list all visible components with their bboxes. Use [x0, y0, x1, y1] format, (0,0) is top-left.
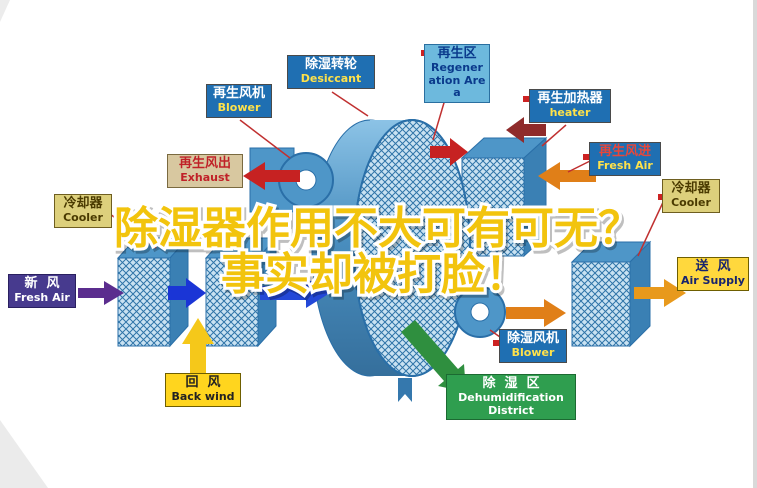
label-desiccant-en: Desiccant — [300, 71, 362, 85]
label-dehumidification-blower-en: Blower — [511, 345, 555, 359]
label-air-supply-en: Air Supply — [681, 273, 745, 287]
process-air-arrow-1 — [168, 278, 206, 308]
right-supply-box — [570, 240, 652, 348]
label-regeneration-fresh-air-en: Fresh Air — [597, 158, 653, 172]
label-exhaust-zh: 再生风出 — [178, 156, 231, 171]
air-supply-arrow — [634, 279, 686, 307]
label-regeneration-heater: 再生加热器 heater — [529, 89, 611, 123]
label-regeneration-area: 再生区 Regeneration Area — [424, 44, 490, 103]
label-cooler-left-en: Cooler — [63, 210, 103, 224]
label-dehumidification-district-zh: 除 湿 区 — [482, 376, 540, 391]
label-cooler-right: 冷却器 Cooler — [662, 179, 720, 213]
left-duct-box-1 — [116, 236, 190, 348]
label-back-wind-en: Back wind — [171, 389, 235, 403]
label-regeneration-fresh-air: 再生风进 Fresh Air — [589, 142, 661, 176]
label-dehumidification-blower-zh: 除湿风机 — [506, 331, 559, 346]
label-fresh-air-en: Fresh Air — [14, 290, 70, 304]
label-regeneration-area-en: Regeneration Area — [428, 60, 486, 100]
corner-shade — [0, 0, 10, 22]
label-regeneration-fresh-air-zh: 再生风进 — [598, 144, 651, 159]
corner-shade — [0, 420, 48, 488]
regen-inlet-arrow — [538, 162, 596, 190]
label-exhaust: 再生风出 Exhaust — [167, 154, 243, 188]
label-cooler-left-zh: 冷却器 — [63, 196, 103, 211]
label-air-supply-zh: 送 风 — [695, 259, 731, 274]
label-back-wind-zh: 回 风 — [185, 375, 221, 390]
label-back-wind: 回 风 Back wind — [165, 373, 241, 407]
heater-out-arrow — [506, 117, 546, 143]
label-exhaust-en: Exhaust — [180, 170, 230, 184]
label-regeneration-area-zh: 再生区 — [437, 46, 477, 61]
label-regeneration-blower: 再生风机 Blower — [206, 84, 272, 118]
regeneration-fan — [278, 152, 334, 208]
label-fresh-air: 新 风 Fresh Air — [8, 274, 76, 308]
left-duct-box-2 — [204, 236, 278, 348]
label-dehumidification-blower: 除湿风机 Blower — [499, 329, 567, 363]
label-cooler-left: 冷却器 Cooler — [54, 194, 112, 228]
rotor-bottom-tab — [398, 378, 412, 402]
label-desiccant-zh: 除湿转轮 — [304, 57, 357, 72]
right-heat-exchanger-box — [460, 136, 548, 258]
label-air-supply: 送 风 Air Supply — [677, 257, 749, 291]
label-dehumidification-district: 除 湿 区 Dehumidification District — [446, 374, 576, 421]
rotor-wheel — [311, 119, 471, 402]
label-regeneration-heater-zh: 再生加热器 — [537, 91, 603, 106]
label-regeneration-blower-en: Blower — [217, 100, 261, 114]
label-dehumidification-district-en: Dehumidification District — [458, 390, 564, 417]
fresh-air-arrow — [78, 281, 124, 305]
label-desiccant: 除湿转轮 Desiccant — [287, 55, 375, 89]
leader-lines — [109, 91, 666, 345]
process-air-arrow-2 — [260, 278, 330, 308]
label-cooler-right-en: Cooler — [671, 195, 711, 209]
label-cooler-right-zh: 冷却器 — [671, 181, 711, 196]
supply-duct-arrow — [506, 299, 566, 327]
label-regeneration-blower-zh: 再生风机 — [212, 86, 265, 101]
regen-air-arrow-top — [430, 138, 468, 166]
process-fan — [454, 286, 506, 338]
exhaust-air-arrow — [243, 162, 300, 190]
return-air-arrow — [182, 318, 214, 374]
edge-strip — [753, 0, 757, 488]
label-fresh-air-zh: 新 风 — [24, 276, 60, 291]
label-regeneration-heater-en: heater — [549, 105, 591, 119]
